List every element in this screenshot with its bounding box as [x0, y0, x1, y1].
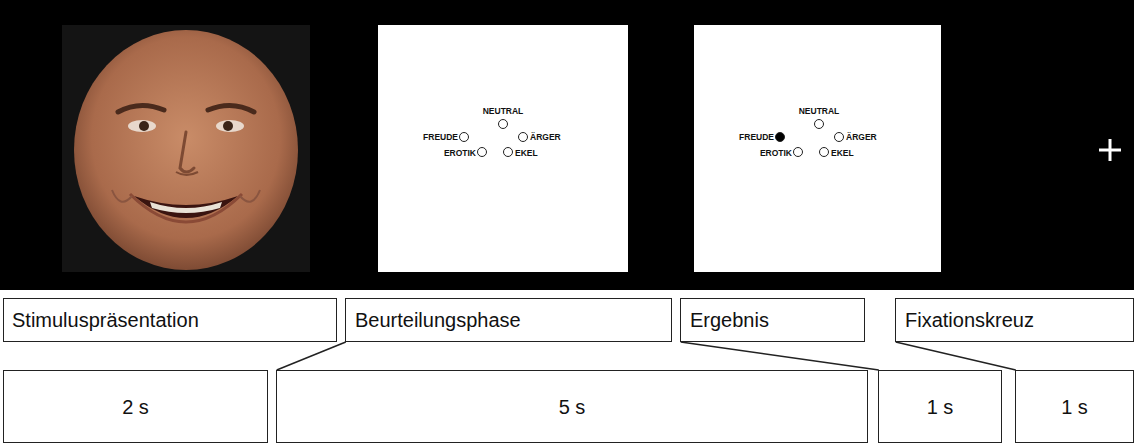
rating-label: FREUDE: [739, 133, 774, 142]
duration-box: 1 s: [878, 370, 1002, 443]
rating-panel: NEUTRAL FREUDE ÄRGER EROTIK EKEL: [378, 25, 628, 272]
rating-circle: [820, 148, 829, 157]
duration-label: 2 s: [122, 395, 149, 419]
rating-label: FREUDE: [423, 133, 458, 142]
phase-label: Beurteilungsphase: [355, 308, 521, 332]
leader-line: [277, 342, 346, 370]
rating-circle: [815, 120, 824, 129]
rating-label: ÄRGER: [846, 133, 877, 142]
rating-label: EKEL: [831, 149, 854, 158]
rating-label: EROTIK: [760, 149, 792, 158]
rating-circle: [776, 133, 785, 142]
leader-line: [896, 342, 1016, 370]
rating-circles: [694, 25, 941, 272]
duration-label: 5 s: [559, 395, 586, 419]
phase-label: Ergebnis: [690, 308, 769, 332]
photo-ground: [62, 25, 310, 272]
duration-label: 1 s: [1061, 395, 1088, 419]
rating-circles: [378, 25, 628, 272]
phase-label: Stimuluspräsentation: [12, 308, 199, 332]
duration-box: 5 s: [276, 370, 868, 443]
phase-box: Stimuluspräsentation: [3, 298, 337, 342]
duration-label: 1 s: [927, 395, 954, 419]
rating-circle: [478, 148, 487, 157]
rating-label: NEUTRAL: [483, 107, 524, 116]
rating-label: EROTIK: [444, 149, 476, 158]
black-band: [0, 0, 1134, 290]
rating-label: NEUTRAL: [799, 107, 840, 116]
phase-label: Fixationskreuz: [905, 308, 1034, 332]
rating-panel: NEUTRAL FREUDE ÄRGER EROTIK EKEL: [694, 25, 941, 272]
rating-circle: [460, 133, 469, 142]
rating-circle: [835, 133, 844, 142]
rating-circle: [519, 133, 528, 142]
rating-circle: [504, 148, 513, 157]
duration-box: 2 s: [3, 370, 268, 443]
rating-label: EKEL: [515, 149, 538, 158]
face-photo: [74, 30, 298, 270]
phase-box: Fixationskreuz: [895, 298, 1134, 342]
rating-circle: [499, 120, 508, 129]
rating-label: ÄRGER: [530, 133, 561, 142]
leader-line: [681, 342, 879, 370]
fixation-cross: [1099, 139, 1121, 161]
phase-box: Ergebnis: [680, 298, 865, 342]
duration-box: 1 s: [1015, 370, 1134, 443]
rating-circle: [794, 148, 803, 157]
phase-box: Beurteilungsphase: [345, 298, 672, 342]
